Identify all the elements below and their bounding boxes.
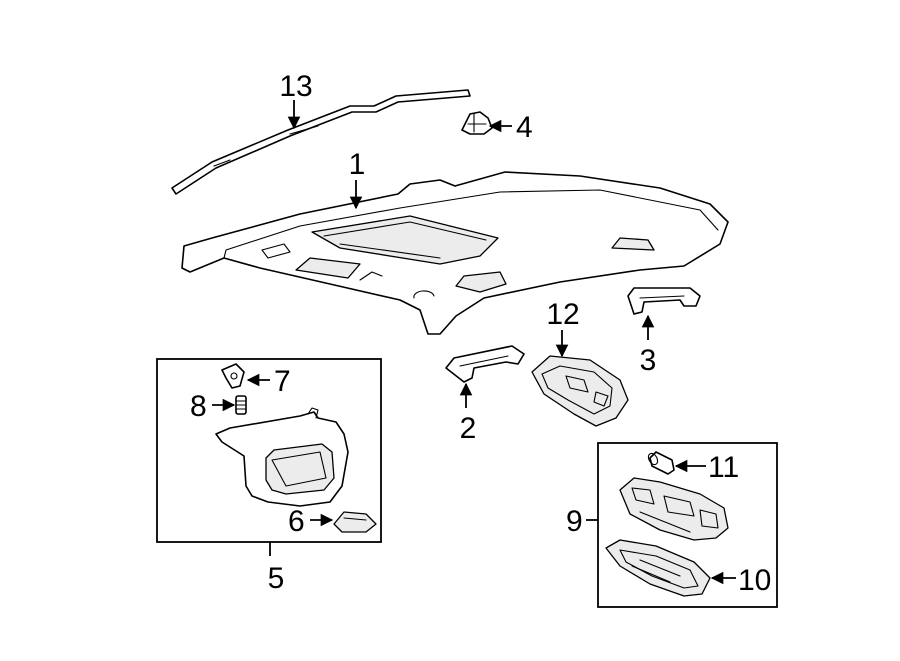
callout-13: 13 [279,70,312,103]
lamp-housing-part [619,477,729,541]
callout-12: 12 [546,298,579,331]
overhead-console-part [531,355,629,427]
grab-handle-right-part [627,287,701,315]
sun-visor-part [215,407,349,507]
visor-clip-part [221,363,245,389]
sun-visor-group-box [156,358,382,543]
lamp-lens-part [605,539,711,597]
callout-10: 10 [738,564,771,597]
callout-8: 8 [190,390,207,423]
clip-part [461,111,493,135]
dome-lamp-group-box [597,442,778,608]
callout-3: 3 [640,344,657,377]
headliner-part [181,171,729,335]
callout-6: 6 [288,505,305,538]
callout-2: 2 [460,412,477,445]
trim-strip-part [171,89,471,195]
bulb-part [647,451,675,475]
callout-7: 7 [274,365,291,398]
visor-pin-part [235,395,247,415]
callout-5: 5 [268,562,285,595]
visor-mirror-cover-part [333,511,377,533]
callout-11: 11 [708,451,739,484]
grab-handle-left-part [445,345,525,383]
callout-1: 1 [349,148,366,181]
callout-9: 9 [566,505,583,538]
callout-4: 4 [516,111,533,144]
